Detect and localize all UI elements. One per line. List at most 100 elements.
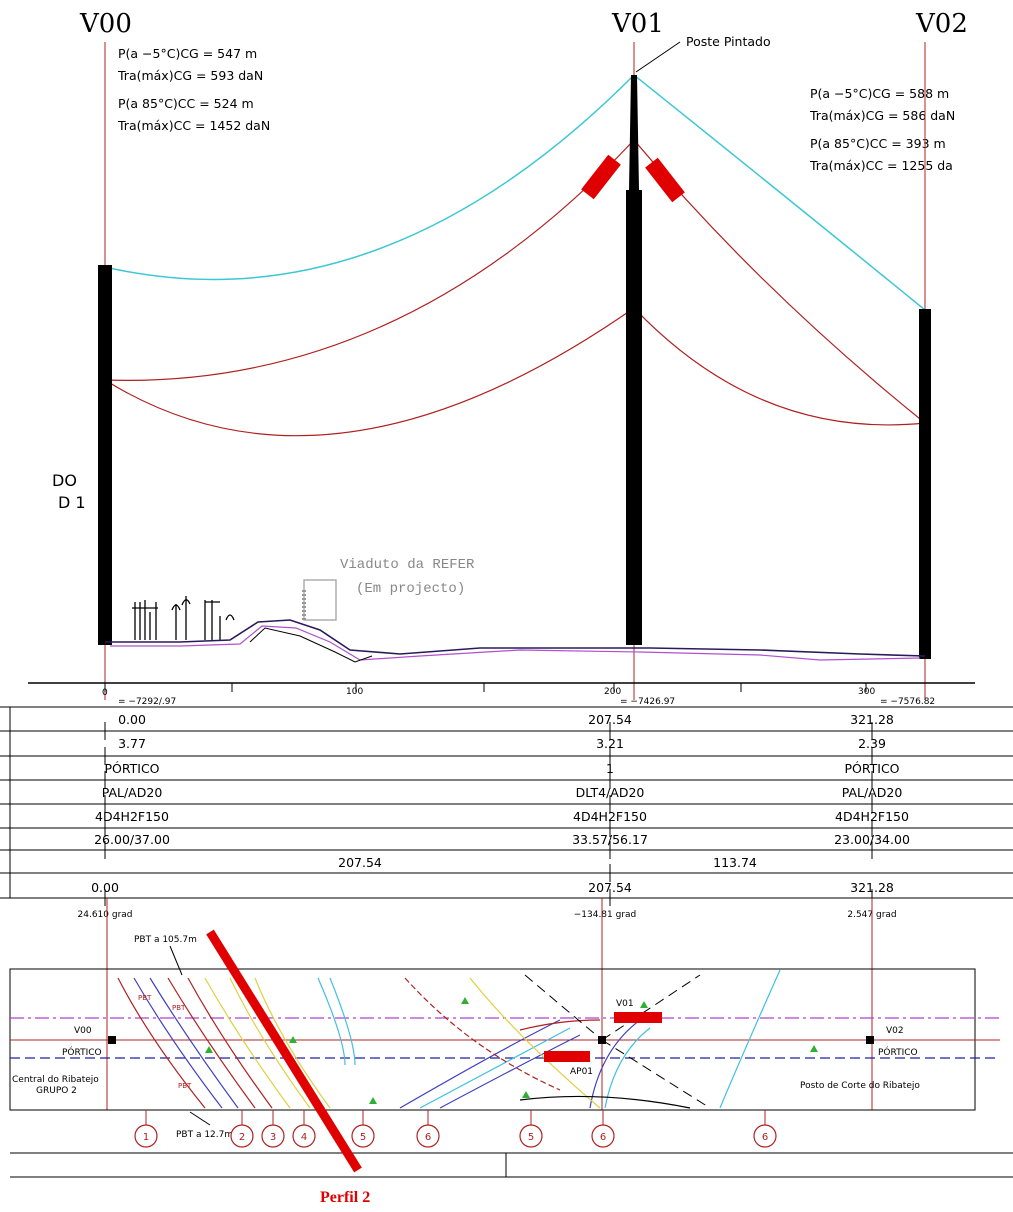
table-cell: 23.00/34.00	[834, 832, 910, 847]
v02-note-4: Tra(máx)CC = 1255 da	[809, 158, 953, 173]
span-length-2: 113.74	[713, 855, 757, 870]
crossing-number-circle: 5	[351, 1110, 375, 1148]
table-cell: 3.77	[118, 736, 146, 751]
cut-coord-1: = −7292/.97	[118, 697, 176, 707]
table-cell: 3.21	[596, 736, 624, 751]
plan-v02-label: V02	[886, 1026, 904, 1036]
table-cell: 2.39	[858, 736, 886, 751]
conductor-upper-span-1	[104, 139, 635, 381]
crossing-number-circle: 1	[134, 1110, 158, 1148]
table-cell: 33.57/56.17	[572, 832, 648, 847]
crossing-number: 4	[301, 1132, 307, 1143]
profile-cut-line	[206, 929, 362, 1173]
table-cell: 4D4H2F150	[95, 809, 169, 824]
bisector-lower	[601, 1039, 711, 1109]
table-cell: 321.28	[850, 712, 894, 727]
cumulative-2: 321.28	[850, 880, 894, 895]
plan-v02-type: PÓRTICO	[878, 1046, 918, 1058]
terrain-line-3	[249, 627, 373, 663]
table-cell: DLT4/AD20	[576, 785, 645, 800]
pbt-tag-2: PBT	[172, 1004, 186, 1012]
conductor-lower-span-1	[104, 307, 635, 437]
plan-v00-type: PÓRTICO	[62, 1046, 102, 1058]
cut-coord-2: = −7426.97	[620, 697, 675, 707]
crossing-number-circle: 3	[261, 1110, 285, 1148]
axis-tick-0: 0	[102, 688, 108, 698]
v02-note-2: Tra(máx)CG = 586 daN	[809, 108, 955, 123]
cumulative-1: 207.54	[588, 880, 632, 895]
v00-plan-marker	[108, 1036, 116, 1044]
table-cell: PAL/AD20	[842, 785, 903, 800]
v02-note-1: P(a −5°C)CG = 588 m	[810, 86, 949, 101]
v00-note-4: Tra(máx)CC = 1452 daN	[117, 118, 270, 133]
crossing-number: 5	[528, 1132, 534, 1143]
terrain-line	[105, 619, 926, 657]
table-cell: 4D4H2F150	[573, 809, 647, 824]
cut-coord-3: = −7576.82	[880, 697, 935, 707]
plan-crossings	[117, 969, 781, 1109]
pole-v00	[98, 265, 112, 645]
conductor-lower-span-2	[633, 307, 926, 426]
callout-leader	[635, 41, 681, 73]
crossing-number: 6	[425, 1132, 431, 1143]
table-cell: PÓRTICO	[104, 761, 159, 776]
table-cell: PAL/AD20	[102, 785, 163, 800]
v01-plan-marker	[598, 1036, 606, 1044]
v02-title: V02	[915, 9, 968, 39]
terrain-line-2	[110, 625, 921, 661]
pbt-tag-3: PBT	[178, 1082, 192, 1090]
crossing-number: 3	[270, 1132, 276, 1143]
crossing-number: 5	[360, 1132, 366, 1143]
table-cell: PÓRTICO	[844, 761, 899, 776]
origin-label-2: GRUPO 2	[36, 1086, 77, 1096]
conductor-upper-span-2	[633, 139, 926, 424]
axis-tick-300: 300	[858, 687, 875, 697]
bisector-left	[524, 974, 603, 1041]
crossing-number-circle: 6	[416, 1110, 440, 1148]
plan-v00-label: V00	[74, 1026, 92, 1036]
ground-wire-span-1	[104, 74, 635, 281]
axis-tick-200: 200	[604, 687, 621, 697]
axis-tick-100: 100	[346, 687, 363, 697]
pbt-top-label: PBT a 105.7m	[134, 935, 197, 945]
axis-ticks	[104, 683, 867, 692]
cut-text-2: D 1	[58, 493, 86, 512]
table-cell: 207.54	[588, 712, 632, 727]
cut-text-1: DO	[52, 471, 77, 490]
pbt-tag-1: PBT	[138, 994, 152, 1002]
insulator-right	[645, 157, 685, 203]
angle-v00: 24.610 grad	[78, 910, 133, 920]
tree-markers	[205, 997, 818, 1104]
pbt-bottom-label: PBT a 12.7m	[176, 1130, 233, 1140]
v00-note-1: P(a −5°C)CG = 547 m	[118, 46, 257, 61]
viaduct-label-1: Viaduto da REFER	[340, 557, 475, 573]
bisector-right	[601, 974, 701, 1041]
ground-wire-span-2	[633, 74, 926, 311]
v00-notes: P(a −5°C)CG = 547 m Tra(máx)CG = 593 daN…	[117, 46, 270, 133]
pbt-top-leader	[169, 945, 183, 976]
plan-ap01-label: AP01	[570, 1067, 593, 1077]
crossing-number: 2	[239, 1132, 245, 1143]
v02-notes: P(a −5°C)CG = 588 m Tra(máx)CG = 586 daN…	[809, 86, 955, 173]
crossing-number-circle: 5	[519, 1110, 543, 1148]
v02-plan-marker	[866, 1036, 874, 1044]
plan-v01-label: V01	[616, 999, 634, 1009]
perfil-caption: Perfil 2	[320, 1189, 370, 1206]
table-cell: 0.00	[118, 712, 146, 727]
insulator-left	[581, 154, 621, 200]
viaduct-label-2: (Em projecto)	[356, 581, 465, 597]
viaduct-box	[302, 579, 337, 621]
table-row-ticks	[104, 722, 873, 906]
obstacle-structures	[132, 596, 235, 640]
v00-title: V00	[79, 9, 132, 39]
crossing-number-circle: 2	[230, 1110, 254, 1148]
table-cell: 4D4H2F150	[835, 809, 909, 824]
crossing-number-circle: 6	[753, 1110, 777, 1148]
pole-v02	[919, 309, 931, 659]
data-table-grid	[0, 706, 1013, 899]
table-cell: 1	[606, 761, 614, 776]
crossing-number: 6	[762, 1132, 768, 1143]
